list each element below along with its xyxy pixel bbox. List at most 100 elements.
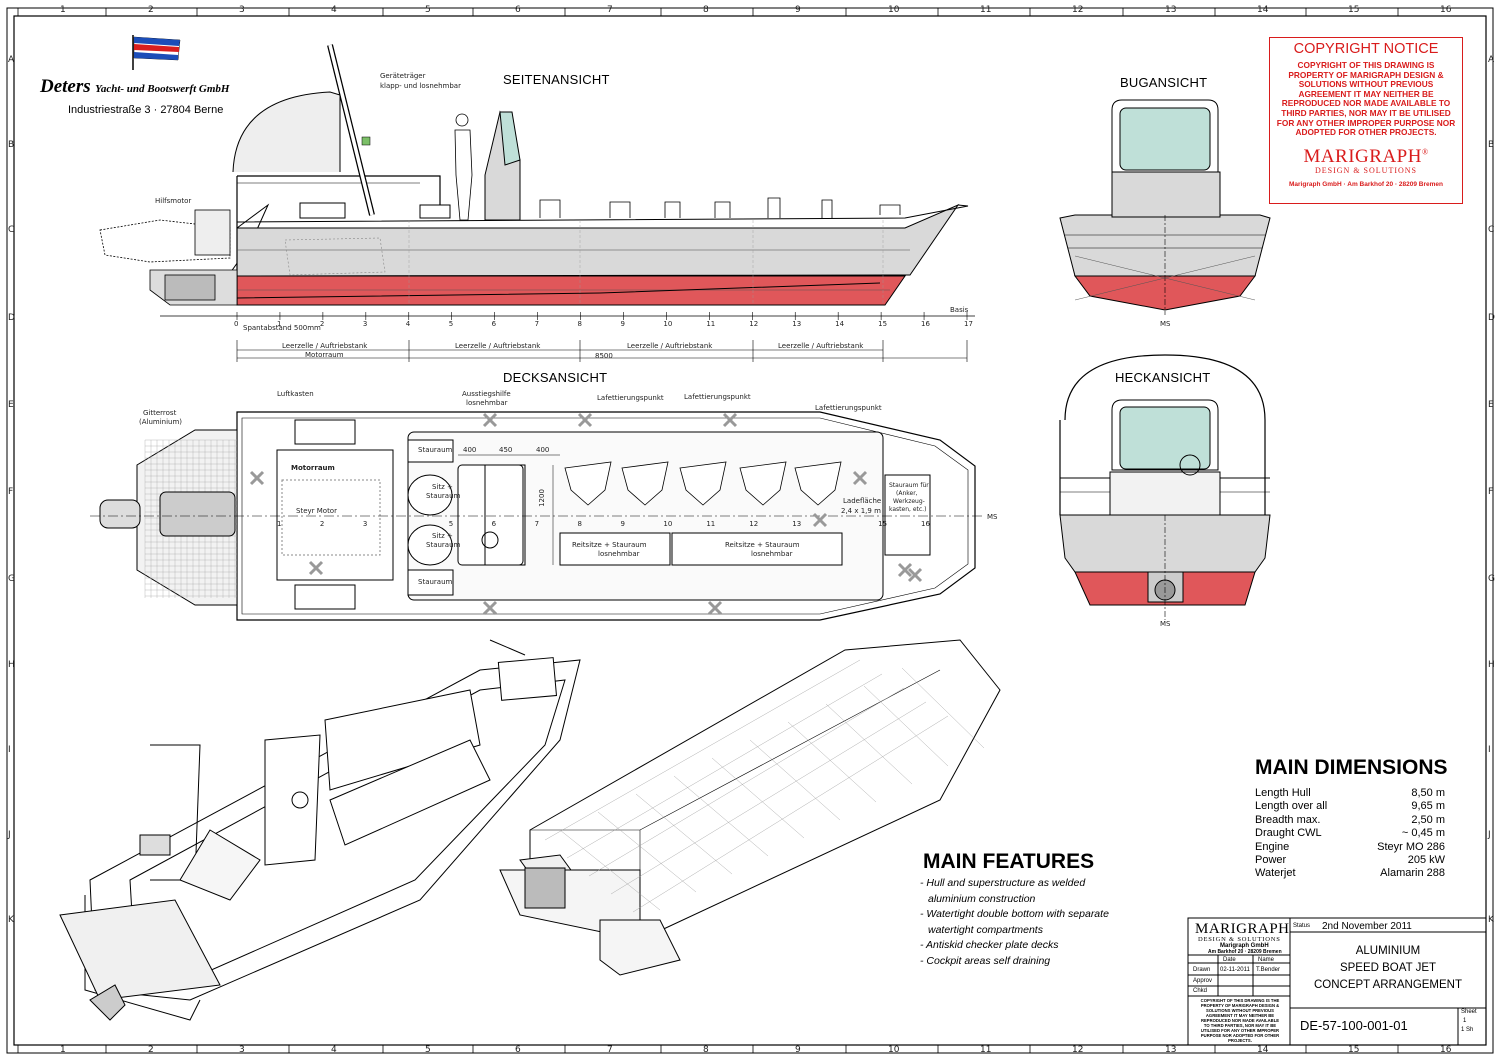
label-lafettierung-1: Lafettierungspunkt <box>597 394 664 402</box>
dimension-row: Breadth max.2,50 m <box>1255 814 1445 828</box>
title-block-drawn-date: 02-11-2011 <box>1220 967 1250 973</box>
label-ms-deck: MS <box>987 513 998 521</box>
grid-column-label: 8 <box>703 1045 709 1055</box>
grid-column-label: 13 <box>1165 1045 1177 1055</box>
company-name: Deters Yacht- und Bootswerft GmbH <box>40 76 229 98</box>
grid-column-label: 6 <box>515 5 521 15</box>
label-ms-stern: MS <box>1160 620 1171 628</box>
grid-column-label: 4 <box>331 1045 337 1055</box>
dimension-label: Engine <box>1255 840 1290 853</box>
side-frame-number: 0 <box>234 320 239 328</box>
grid-column-label: 3 <box>239 1045 245 1055</box>
side-frame-number: 13 <box>792 320 802 328</box>
marigraph-logo-text: MARIGRAPH <box>1303 145 1422 167</box>
side-view-title: SEITENANSICHT <box>503 72 610 87</box>
side-frame-number: 8 <box>577 320 582 328</box>
deck-frame-number: 12 <box>749 520 759 528</box>
title-block-approv-label: Approv <box>1193 978 1213 984</box>
grid-column-label: 3 <box>239 5 245 15</box>
side-frame-number: 17 <box>964 320 973 328</box>
grid-row-label: J <box>1488 830 1491 840</box>
stern-view <box>1059 354 1271 620</box>
title-block-logo-sub: DESIGN & SOLUTIONS <box>1198 936 1281 943</box>
dimension-value: ~ 0,45 m <box>1401 827 1445 840</box>
label-hilfsmotor: Hilfsmotor <box>155 197 192 205</box>
grid-row-label: H <box>8 660 15 670</box>
label-motorraum-deck: Motorraum <box>291 464 335 472</box>
grid-row-label: D <box>8 313 15 323</box>
dim-450: 450 <box>499 446 513 454</box>
label-basis: Basis <box>950 306 969 314</box>
marigraph-logo-reg: ® <box>1421 147 1429 157</box>
title-block-status-value: 2nd November 2011 <box>1322 921 1412 932</box>
label-reitsitze-2-note: losnehmbar <box>751 550 793 558</box>
deck-frame-number: 2 <box>319 520 325 528</box>
grid-row-label: K <box>1488 915 1494 925</box>
inner-frame <box>13 15 1487 1046</box>
deck-frame-number: 6 <box>491 520 497 528</box>
label-luftkasten: Luftkasten <box>277 390 314 398</box>
label-stauraum-fuer-4: kasten, etc.) <box>889 506 927 513</box>
label-sitz-2-stauraum: Stauraum <box>426 541 461 549</box>
label-ausstiegshilfe: Ausstiegshilfe <box>462 390 511 398</box>
grid-column-label: 5 <box>425 1045 431 1055</box>
deck-frame-number: 10 <box>663 520 673 528</box>
label-sitz-1-stauraum: Stauraum <box>426 492 461 500</box>
grid-row-label: B <box>1488 140 1495 150</box>
title-block-company-address: Am Barkhof 20 · 28209 Bremen <box>1208 949 1282 955</box>
company-name-suffix: Yacht- und Bootswerft GmbH <box>95 83 230 95</box>
side-frame-number: 6 <box>491 320 497 328</box>
title-block-name-header: Name <box>1258 957 1275 963</box>
bow-view <box>1059 99 1271 315</box>
label-lafettierung-2: Lafettierungspunkt <box>684 393 751 401</box>
deck-frame-number: 8 <box>577 520 582 528</box>
dimension-value: Alamarin 288 <box>1380 867 1445 880</box>
grid-column-label: 15 <box>1348 5 1360 15</box>
copyright-notice: COPYRIGHT NOTICE COPYRIGHT OF THIS DRAWI… <box>1269 37 1463 204</box>
grid-row-label: A <box>8 55 15 65</box>
main-dimensions-title: MAIN DIMENSIONS <box>1255 756 1448 779</box>
deck-frame-number: 16 <box>921 520 930 528</box>
side-frame-number: 5 <box>448 320 454 328</box>
grid-row-label: G <box>8 574 15 584</box>
side-frame-number: 15 <box>878 320 888 328</box>
title-block-title-2: SPEED BOAT JET <box>1339 962 1437 974</box>
grid-row-label: B <box>8 140 15 150</box>
dimension-value: 2,50 m <box>1411 813 1445 826</box>
feature-line: watertight compartments <box>928 923 1043 936</box>
dim-400-a: 400 <box>463 446 477 454</box>
dimension-label: Draught CWL <box>1255 827 1322 840</box>
grid-column-label: 10 <box>888 1045 900 1055</box>
deck-frame-number: 5 <box>448 520 454 528</box>
feature-line: - Antiskid checker plate decks <box>920 939 1059 951</box>
grid-row-label: A <box>1488 55 1495 65</box>
perspective-view-hull <box>499 639 1001 976</box>
label-reitsitze-1: Reitsitze + Stauraum <box>572 541 647 549</box>
marigraph-logo: MARIGRAPH® <box>1270 146 1462 168</box>
deck-frame-number: 13 <box>792 520 802 528</box>
bow-view-title: BUGANSICHT <box>1120 75 1208 90</box>
dim-400-b: 400 <box>536 446 550 454</box>
side-frame-number: 10 <box>663 320 673 328</box>
label-ms-bow: MS <box>1160 320 1171 328</box>
side-frame-number: 4 <box>405 320 411 328</box>
feature-line: - Watertight double bottom with separate <box>920 908 1109 920</box>
grid-column-label: 16 <box>1440 1045 1452 1055</box>
side-view <box>99 44 975 362</box>
label-zone-2: Leerzelle / Auftriebstank <box>455 342 541 350</box>
deck-frame-number: 9 <box>620 520 625 528</box>
side-frame-number: 2 <box>319 320 325 328</box>
grid-column-label: 7 <box>607 5 613 15</box>
deck-frame-number: 15 <box>878 520 888 528</box>
label-stauraum-fuer-3: Werkzeug- <box>893 498 925 505</box>
copyright-body: COPYRIGHT OF THIS DRAWING IS PROPERTY OF… <box>1276 60 1456 138</box>
grid-column-label: 6 <box>515 1045 521 1055</box>
title-block-title-3: CONCEPT ARRANGEMENT <box>1313 979 1463 991</box>
label-ladeflaeche: Ladefläche <box>843 497 882 505</box>
grid-column-label: 16 <box>1440 5 1452 15</box>
label-gitterrost-material: (Aluminium) <box>139 418 183 426</box>
